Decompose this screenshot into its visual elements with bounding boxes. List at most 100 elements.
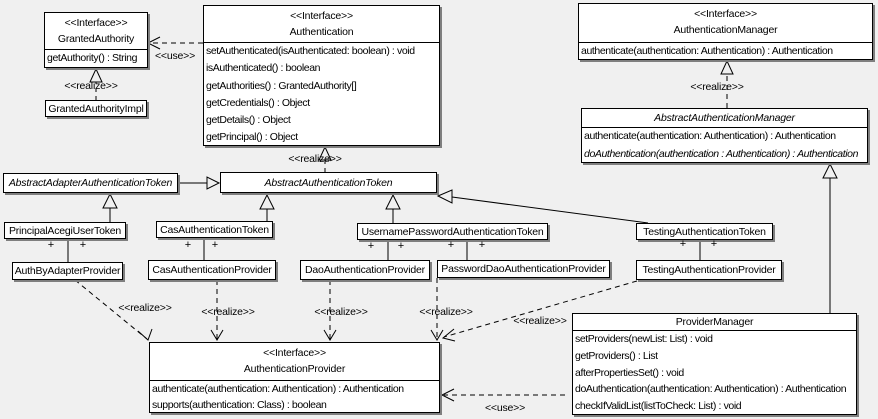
- class-name: GrantedAuthorityImpl: [48, 102, 144, 115]
- class-name: PasswordDaoAuthenticationProvider: [441, 263, 606, 275]
- class-testing-authentication-provider: TestingAuthenticationProvider: [636, 260, 782, 280]
- method: doAuthentication(authentication: Authent…: [575, 383, 847, 396]
- realize-label: <<realize>>: [690, 81, 744, 93]
- edge-gen-usernamepasswordtoken: [385, 193, 401, 223]
- multiplicity-plus: +: [79, 239, 87, 251]
- class-abstract-authentication-manager: AbstractAuthenticationManager authentica…: [581, 108, 868, 163]
- class-name: AbstractAuthenticationToken: [264, 176, 393, 189]
- edge-gen-testingauthenticationtoken: [436, 189, 649, 224]
- method: getCredentials() : Object: [206, 96, 310, 109]
- class-name: AbstractAdapterAuthenticationToken: [8, 177, 173, 189]
- class-title: <<Interface>> Authentication: [204, 6, 439, 43]
- class-testing-authentication-token: TestingAuthenticationToken: [636, 223, 773, 240]
- edge-realize-testingauthenticationprovider: [441, 280, 638, 342]
- class-title: <<Interface>> AuthenticationProvider: [150, 343, 439, 381]
- edge-realize-abstractauthenticationmanager: [720, 59, 734, 108]
- edge-realize-abstractauthenticationtoken: [318, 145, 332, 172]
- realize-label: <<realize>>: [64, 80, 118, 92]
- realize-label: <<realize>>: [419, 306, 473, 318]
- class-name: TestingAuthenticationProvider: [642, 264, 776, 276]
- class-authentication-provider: <<Interface>> AuthenticationProvider aut…: [149, 342, 440, 413]
- method: afterPropertiesSet() : void: [575, 366, 684, 379]
- edge-use-providermanager-authenticationprovider: [440, 388, 565, 402]
- use-label: <<use>>: [484, 402, 526, 414]
- class-title: ProviderManager: [573, 314, 856, 331]
- class-name: Authentication: [289, 25, 354, 38]
- class-name: AuthenticationProvider: [243, 362, 346, 375]
- class-cas-authentication-provider: CasAuthenticationProvider: [148, 260, 276, 280]
- method: isAuthenticated() : boolean: [206, 62, 321, 75]
- use-label: <<use>>: [154, 50, 196, 62]
- class-principal-acegi-user-token: PrincipalAcegiUserToken: [4, 222, 126, 239]
- edge-gen-casauthenticationtoken: [259, 193, 275, 221]
- method: doAuthentication(authentication : Authen…: [584, 147, 859, 160]
- class-name: DaoAuthenticationProvider: [305, 264, 425, 276]
- multiplicity-plus: +: [679, 238, 687, 250]
- multiplicity-plus: +: [47, 239, 55, 251]
- method: supports(authentication: Class) : boolea…: [152, 399, 327, 411]
- method: authenticate(authentication: Authenticat…: [584, 130, 836, 142]
- method: authenticate(authentication: Authenticat…: [581, 45, 833, 57]
- edge-gen-providermanager: [822, 162, 838, 313]
- method: authenticate(authentication: Authenticat…: [152, 383, 404, 395]
- stereotype-label: <<Interface>>: [290, 10, 353, 22]
- class-name: TestingAuthenticationToken: [643, 225, 766, 238]
- method: getAuthorities() : GrantedAuthority[]: [206, 79, 357, 92]
- multiplicity-plus: +: [397, 240, 405, 252]
- multiplicity-plus: +: [478, 239, 486, 251]
- class-title: <<Interface>> AuthenticationManager: [579, 4, 872, 43]
- class-cas-authentication-token: CasAuthenticationToken: [156, 221, 273, 238]
- class-name: AuthByAdapterProvider: [14, 265, 121, 277]
- class-name: UsernamePasswordAuthenticationToken: [361, 225, 544, 238]
- class-provider-manager: ProviderManager setProviders(newList: Li…: [572, 313, 857, 415]
- realize-label: <<realize>>: [201, 306, 255, 318]
- method: setProviders(newList: List) : void: [575, 333, 713, 345]
- method: getAuthority() : String: [47, 52, 138, 64]
- method: getPrincipal() : Object: [206, 131, 298, 144]
- multiplicity-plus: +: [447, 239, 455, 251]
- class-authentication: <<Interface>> Authentication setAuthenti…: [203, 5, 440, 146]
- edge-gen-principalacegiusertoken: [102, 192, 118, 222]
- class-dao-authentication-provider: DaoAuthenticationProvider: [300, 260, 430, 280]
- class-name: CasAuthenticationToken: [160, 223, 269, 236]
- edge-realize-grantedauthorityimpl: [89, 67, 103, 100]
- multiplicity-plus: +: [367, 240, 375, 252]
- edge-realize-casauthenticationprovider: [210, 280, 224, 341]
- multiplicity-plus: +: [710, 238, 718, 250]
- method: setAuthenticated(isAuthenticated: boolea…: [206, 45, 415, 57]
- edge-realize-daoauthenticationprovider: [323, 280, 337, 341]
- stereotype-label: <<Interface>>: [263, 347, 326, 359]
- class-username-password-authentication-token: UsernamePasswordAuthenticationToken: [357, 223, 548, 240]
- class-granted-authority-impl: GrantedAuthorityImpl: [45, 100, 147, 117]
- class-name: ProviderManager: [675, 316, 754, 328]
- stereotype-label: <<Interface>>: [694, 8, 757, 20]
- class-title: <<Interface>> GrantedAuthority: [45, 13, 147, 50]
- method: getProviders() : List: [575, 349, 658, 362]
- class-auth-by-adapter-provider: AuthByAdapterProvider: [12, 262, 123, 280]
- stereotype-label: <<Interface>>: [64, 17, 128, 29]
- class-password-dao-authentication-provider: PasswordDaoAuthenticationProvider: [437, 260, 610, 278]
- class-name: CasAuthenticationProvider: [152, 264, 272, 276]
- edge-realize-authbyadapterprovider: [74, 279, 153, 341]
- class-name: GrantedAuthority: [57, 32, 135, 45]
- edge-realize-passworddaoauthenticationprovider: [430, 278, 444, 341]
- realize-label: <<realize>>: [314, 306, 368, 318]
- class-abstract-adapter-authentication-token: AbstractAdapterAuthenticationToken: [3, 173, 178, 193]
- method: checkIfValidList(listToCheck: List) : vo…: [575, 400, 742, 413]
- multiplicity-plus: +: [211, 239, 219, 251]
- class-authentication-manager: <<Interface>> AuthenticationManager auth…: [578, 3, 873, 60]
- edge-use-authentication-grantedauthority: [146, 36, 203, 50]
- realize-label: <<realize>>: [513, 315, 567, 327]
- realize-label: <<realize>>: [118, 302, 172, 314]
- class-granted-authority: <<Interface>> GrantedAuthority getAuthor…: [44, 12, 148, 68]
- realize-label: <<realize>>: [288, 153, 342, 165]
- method: getDetails() : Object: [206, 114, 291, 127]
- edge-gen-abstractadapter-abstracttoken: [178, 176, 221, 190]
- class-name: AbstractAuthenticationManager: [654, 112, 795, 124]
- class-name: PrincipalAcegiUserToken: [8, 224, 122, 237]
- class-abstract-authentication-token: AbstractAuthenticationToken: [220, 172, 437, 193]
- class-title: AbstractAuthenticationManager: [582, 109, 867, 128]
- class-name: AuthenticationManager: [673, 23, 778, 36]
